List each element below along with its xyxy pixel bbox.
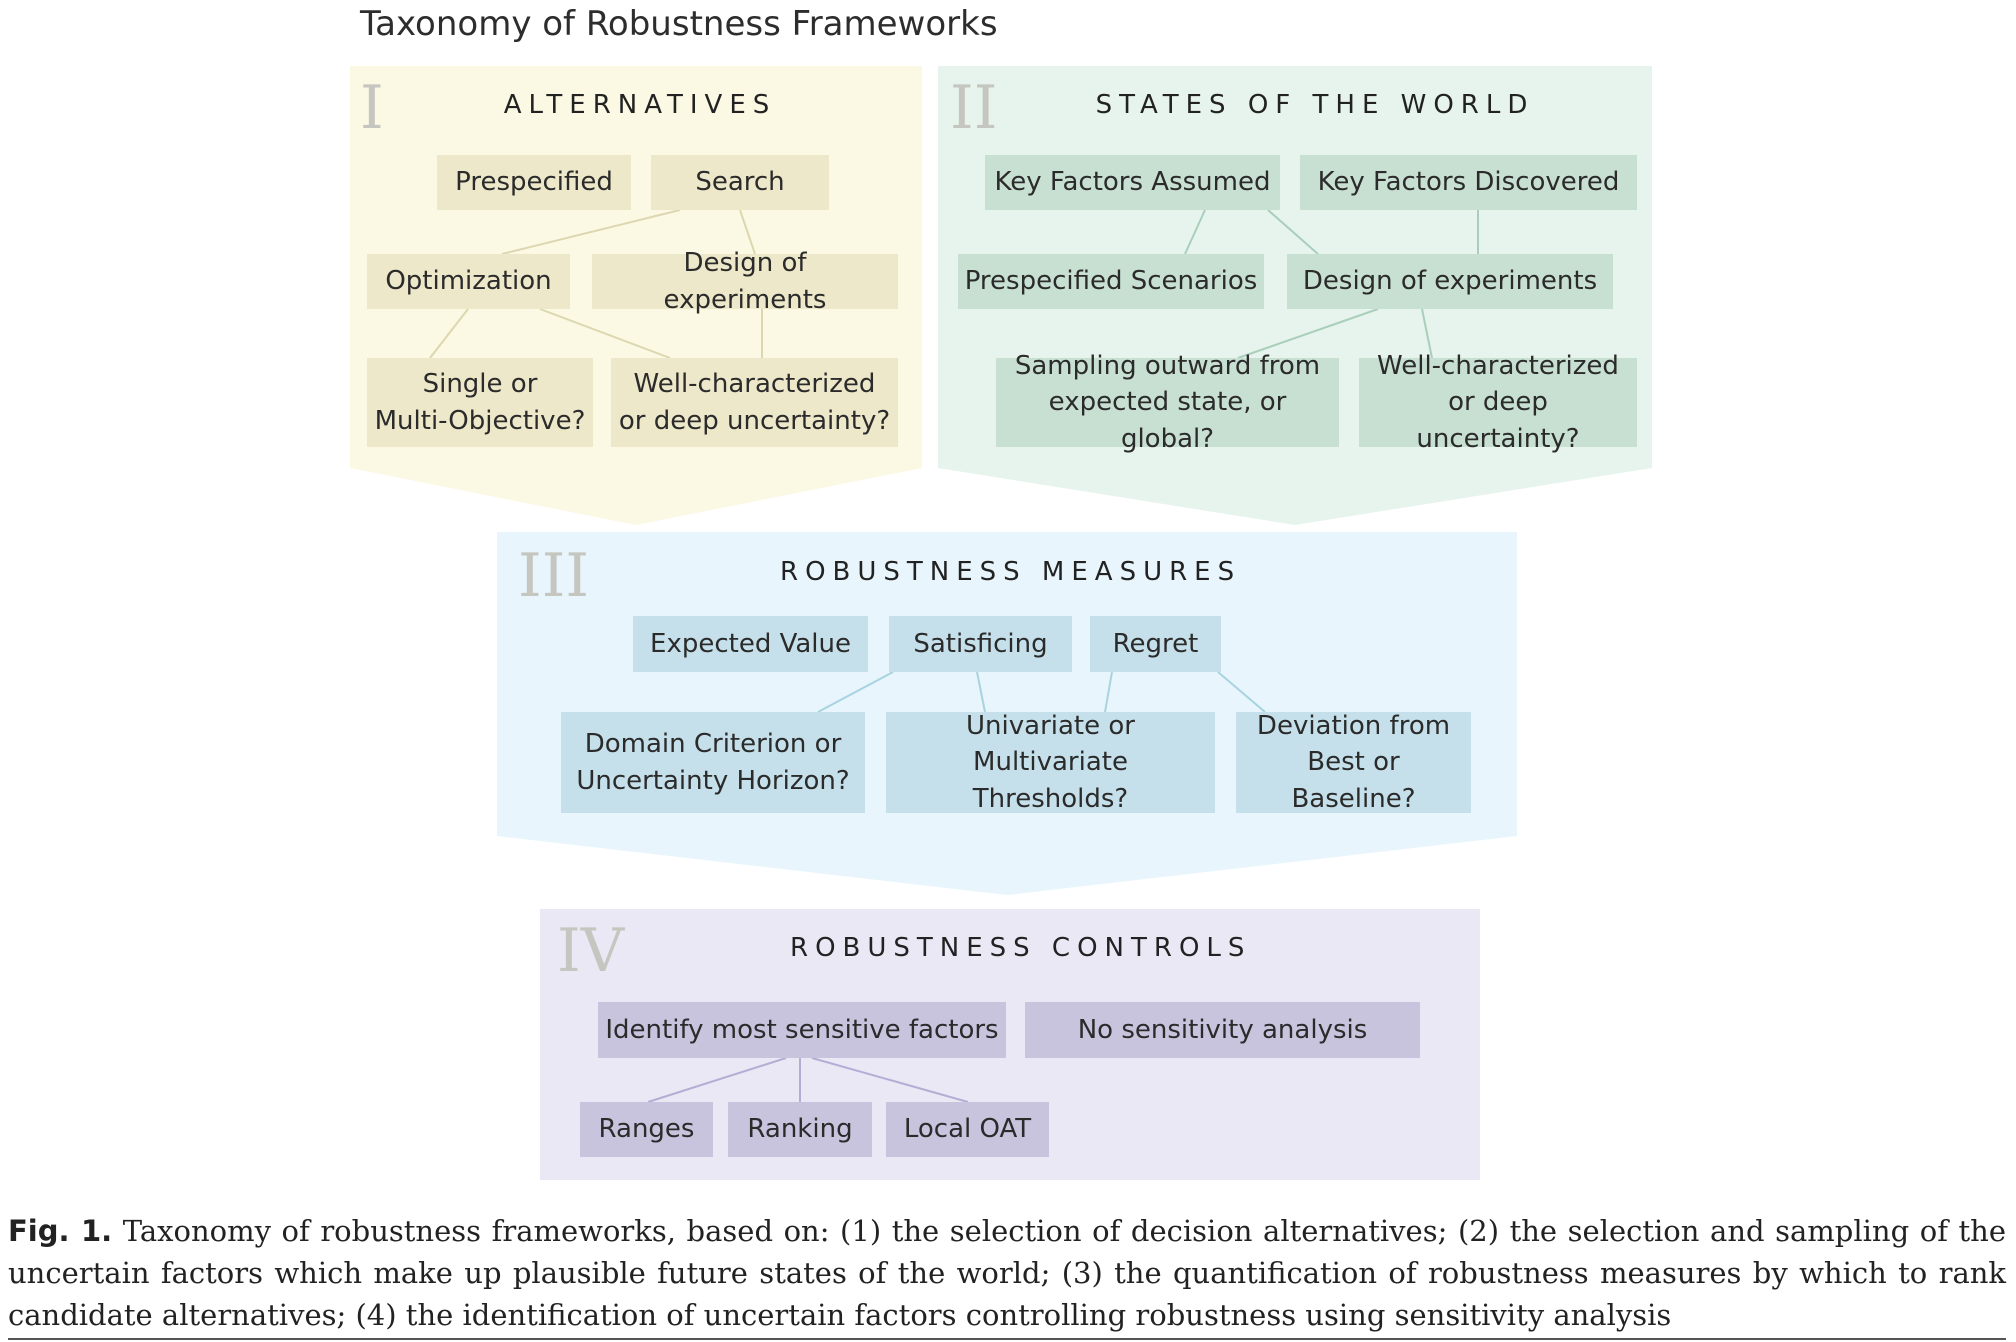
box-prespecified-scenarios: Prespecified Scenarios (958, 254, 1264, 309)
box-optimization: Optimization (367, 254, 570, 309)
panel-controls-heading: ROBUSTNESS CONTROLS (790, 933, 1252, 963)
connector (501, 209, 681, 255)
box-alt-well-characterized: Well-characterized or deep uncertainty? (611, 358, 898, 447)
connector (811, 1057, 969, 1103)
diagram-title: Taxonomy of Robustness Frameworks (360, 4, 998, 44)
measures-connectors (817, 671, 1266, 713)
box-sampling-outward: Sampling outward from expected state, or… (996, 351, 1339, 454)
panel-alternatives-numeral: I (360, 73, 384, 143)
connector (739, 209, 756, 255)
caption-text: Taxonomy of robustness frameworks, based… (8, 1214, 2006, 1332)
connector (1267, 209, 1319, 255)
box-regret: Regret (1090, 616, 1221, 672)
box-alt-design-of-experiments: Design of experiments (592, 248, 898, 315)
box-deviation-from-best: Deviation from Best or Baseline? (1236, 711, 1471, 814)
box-expected-value: Expected Value (633, 616, 868, 672)
connector (647, 1057, 787, 1103)
box-ranges: Ranges (580, 1102, 713, 1157)
connector (1217, 671, 1266, 713)
caption-rule (8, 1338, 2006, 1340)
panel-alternatives-heading: ALTERNATIVES (503, 90, 777, 120)
connector (976, 671, 986, 713)
box-search: Search (651, 155, 829, 210)
alternatives-connectors (429, 209, 763, 359)
connector (539, 308, 671, 359)
figure-caption: Fig. 1. Taxonomy of robustness framework… (8, 1210, 2006, 1336)
box-domain-criterion: Domain Criterion or Uncertainty Horizon? (561, 712, 865, 813)
connector (1184, 209, 1206, 255)
panel-controls-numeral: IV (557, 916, 625, 986)
box-ranking: Ranking (728, 1102, 872, 1157)
box-prespecified: Prespecified (437, 155, 631, 210)
box-no-sensitivity-analysis: No sensitivity analysis (1025, 1002, 1420, 1058)
box-local-oat: Local OAT (886, 1102, 1049, 1157)
box-single-multi-objective: Single or Multi-Objective? (367, 358, 593, 447)
box-key-factors-discovered: Key Factors Discovered (1300, 155, 1637, 210)
box-satisficing: Satisficing (889, 616, 1072, 672)
connector (429, 308, 469, 359)
box-key-factors-assumed: Key Factors Assumed (985, 155, 1280, 210)
panel-measures-numeral: III (518, 541, 590, 611)
box-states-design-of-experiments: Design of experiments (1287, 254, 1613, 309)
box-univariate-multivariate: Univariate or Multivariate Thresholds? (886, 711, 1215, 814)
panel-states-numeral: II (950, 73, 998, 143)
panel-measures-heading: ROBUSTNESS MEASURES (780, 557, 1242, 587)
panel-states-heading: STATES OF THE WORLD (1095, 90, 1535, 120)
connector (817, 671, 894, 713)
box-identify-sensitive-factors: Identify most sensitive factors (598, 1002, 1006, 1058)
connector (1237, 308, 1379, 359)
box-states-well-characterized: Well-characterized or deep uncertainty? (1359, 351, 1637, 454)
states-connectors (1184, 209, 1479, 359)
caption-label: Fig. 1. (8, 1214, 113, 1248)
controls-connectors (647, 1057, 969, 1103)
connector (1104, 671, 1113, 713)
connector (1421, 308, 1433, 359)
